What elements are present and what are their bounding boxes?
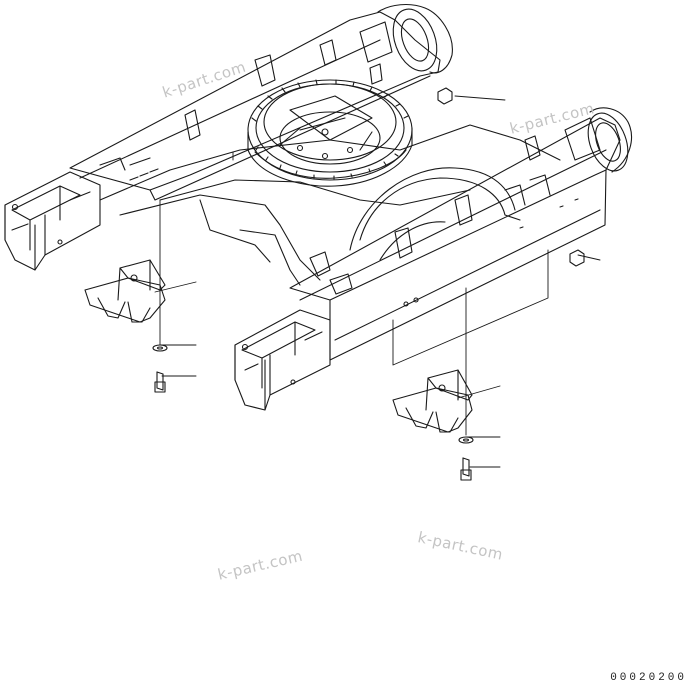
washer-left [152,344,168,352]
callout-leaders [154,95,601,468]
swing-circle [247,79,413,187]
washer-right [458,436,474,444]
track-frame [4,3,632,411]
shoe-guard-right [392,369,473,433]
bolt-right [460,457,472,481]
frame-brackets [99,39,579,307]
plug-lower [569,249,585,267]
drawing-code: 00020200 [610,672,687,684]
shoe-guard-left [84,259,166,323]
plug-upper [437,87,453,105]
bolt-left [154,371,166,393]
